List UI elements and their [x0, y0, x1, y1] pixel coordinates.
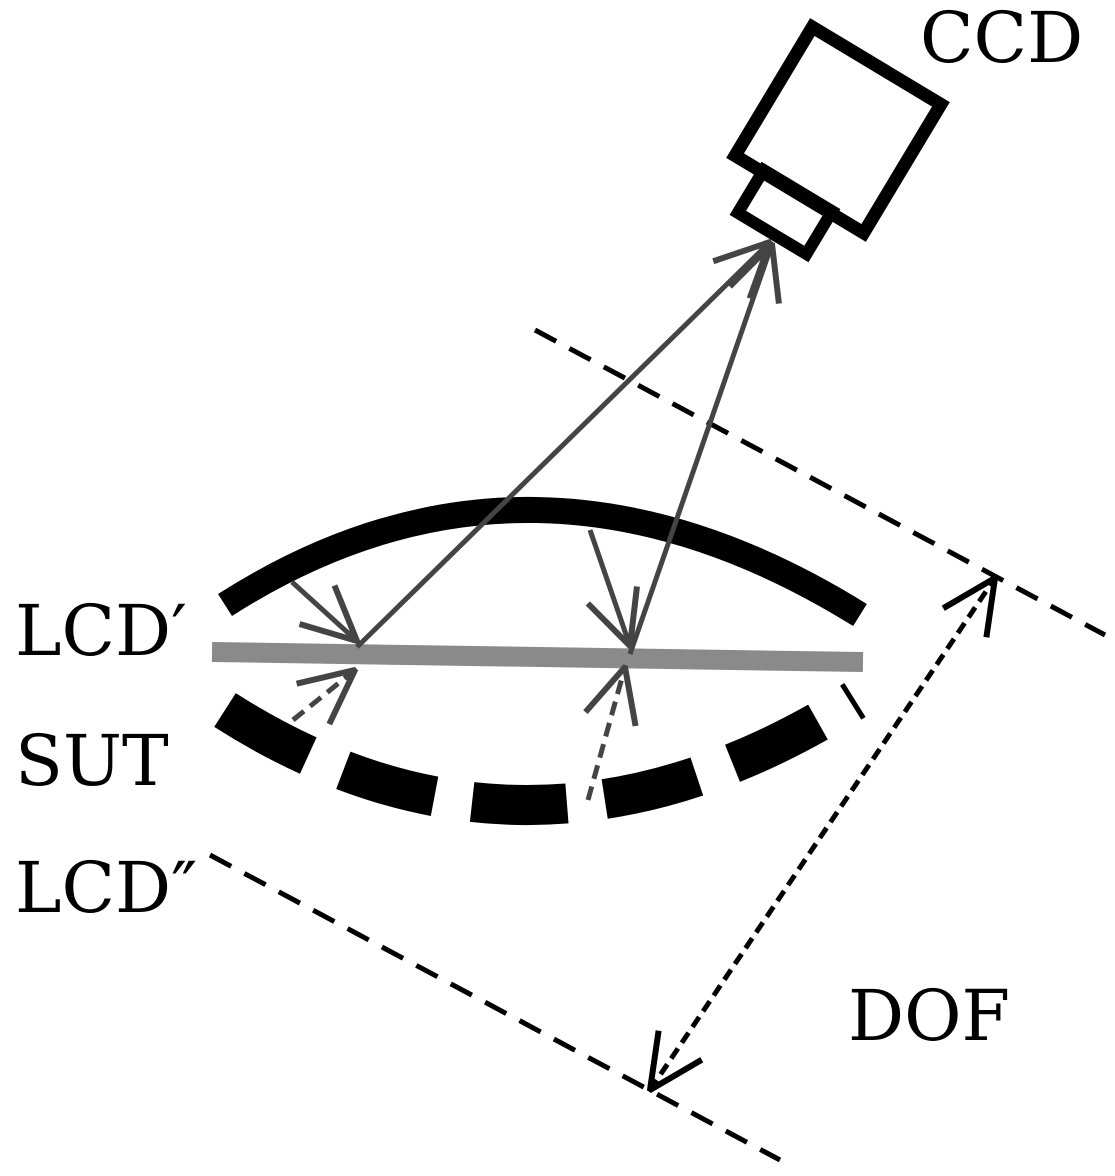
sut-surface-arc — [214, 683, 866, 826]
light-rays — [290, 242, 772, 801]
lcd-plane — [211, 642, 864, 672]
ccd-lens — [729, 161, 841, 263]
ray-sut-to-lcd-left — [291, 670, 355, 720]
dof-arrow — [650, 578, 995, 1090]
dof-label: DOF — [848, 975, 1010, 1057]
ray-arc-to-lcd-left — [290, 580, 357, 641]
ray-lcd-right-to-ccd — [627, 244, 772, 655]
dof-lower-limit-line — [208, 852, 782, 1163]
ccd-body — [726, 18, 950, 242]
sut-label: SUT — [15, 720, 169, 802]
dof-upper-limit-line — [533, 327, 1107, 638]
ccd-camera — [726, 18, 950, 263]
lcd-prime-label: LCD′ — [15, 590, 187, 672]
ray-lcd-left-to-ccd — [355, 242, 770, 649]
ccd-label: CCD — [920, 0, 1083, 79]
lcd-prime-virtual-image-arc — [218, 496, 867, 627]
lcd-double-prime-label: LCD″ — [15, 847, 197, 929]
ray-sut-to-lcd-right — [588, 667, 625, 801]
ray-arc-to-lcd-right — [590, 529, 630, 646]
